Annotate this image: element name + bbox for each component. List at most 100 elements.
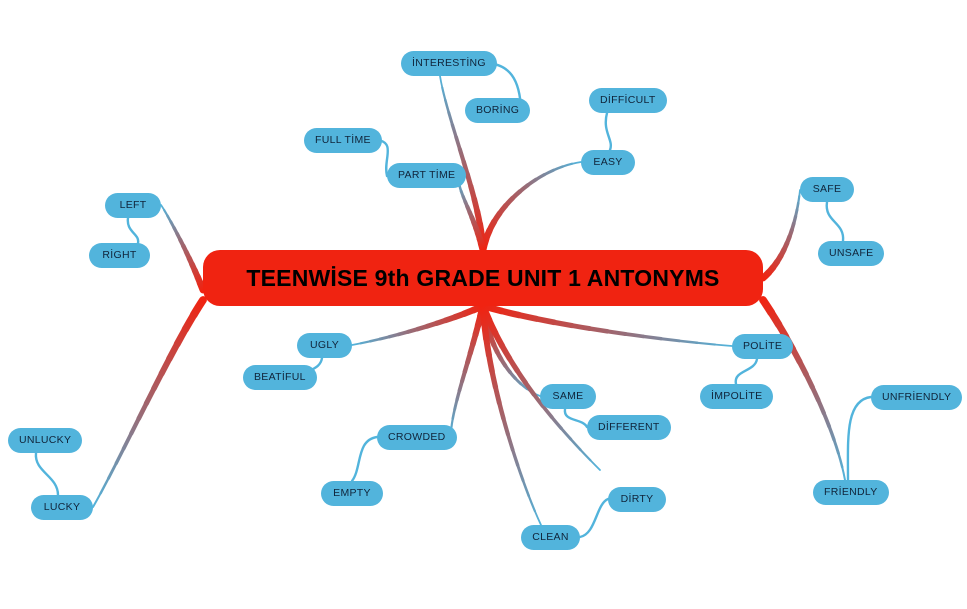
branch-same [480,303,543,399]
branch-lucky [90,297,206,510]
branch-easy [479,158,585,254]
branch-friendly [760,297,848,483]
branch-safe [760,187,803,281]
topic-node-label: LEFT [119,199,147,212]
branch-part-time [455,172,487,254]
branch-same [481,304,542,398]
branch-polite [479,302,736,350]
branch-safe [760,187,803,281]
topic-node-crowded[interactable]: CROWDED [377,425,457,450]
branch-crowded [447,302,487,441]
topic-node-easy[interactable]: EASY [581,150,635,175]
branch-easy [480,159,584,253]
branch-same [479,302,544,400]
topic-node-label: POLİTE [743,340,783,353]
branch-part-time [455,172,487,254]
branch-same [481,304,542,398]
branch-left [159,203,205,292]
branch-easy [480,159,584,253]
topic-node-different[interactable]: DİFFERENT [587,415,671,440]
branch-polite [481,304,734,348]
branch-easy [479,158,585,254]
branch-left [159,203,205,292]
branch-lucky [91,298,205,509]
branch-ugly [349,303,486,348]
topic-node-boring[interactable]: BORİNG [465,98,531,123]
branch-friendly [761,298,847,482]
topic-node-label: SAFE [812,183,842,196]
topic-node-safe[interactable]: SAFE [800,177,854,202]
topic-node-dirty[interactable]: DİRTY [608,487,666,512]
branch-polite [480,303,735,349]
branch-clean [481,304,543,527]
branch-crowded [449,304,485,439]
branch-clean [481,304,543,527]
branch-clean [482,305,542,526]
branch-clean [479,302,545,529]
branch-left [159,203,205,292]
branch-crowded [449,304,485,439]
branch-clean [480,303,544,528]
branch-lucky [90,297,206,510]
topic-node-label: CROWDED [388,431,446,444]
branch-part-time [457,174,485,252]
branch-easy [480,159,584,253]
branch-left [158,202,206,293]
topic-node-lucky[interactable]: LUCKY [31,495,93,520]
branch-polite [479,302,736,350]
topic-node-unlucky[interactable]: UNLUCKY [8,428,83,453]
branch-left [159,203,205,292]
topic-node-full-time[interactable]: FULL TİME [304,128,382,153]
topic-node-left[interactable]: LEFT [105,193,161,218]
branch-part-time [456,173,486,253]
topic-node-clean[interactable]: CLEAN [521,525,580,550]
topic-node-difficult[interactable]: DİFFİCULT [589,88,667,113]
link-difficult-easy [604,111,613,152]
topic-node-ugly[interactable]: UGLY [297,333,352,358]
branch-easy [482,161,582,251]
branch-lucky [89,296,207,511]
link-same-different [563,407,589,429]
branch-part-time [456,173,486,253]
branch-lucky [91,298,205,509]
topic-node-label: EASY [593,156,623,169]
branch-part-time [455,172,487,254]
topic-node-interesting[interactable]: İNTERESTİNG [401,51,497,76]
branch-easy [481,160,583,252]
topic-node-label: SAME [552,390,584,403]
branch-safe [761,188,802,280]
topic-node-empty[interactable]: EMPTY [321,481,383,506]
topic-node-unfriendly[interactable]: UNFRİENDLY [871,385,963,410]
branch-easy [481,160,583,252]
branch-part-time [456,173,486,253]
topic-node-right[interactable]: RİGHT [89,243,150,268]
topic-node-impolite[interactable]: İMPOLİTE [700,384,774,409]
topic-node-label: RİGHT [102,249,137,262]
topic-node-beatiful[interactable]: BEATİFUL [243,365,317,390]
topic-node-polite[interactable]: POLİTE [732,334,794,359]
branch-crowded [448,303,486,440]
topic-node-same[interactable]: SAME [540,384,596,409]
branch-easy [481,160,583,252]
branch-friendly [760,297,848,483]
topic-node-unsafe[interactable]: UNSAFE [818,241,885,266]
branch-polite [479,302,736,350]
topic-node-label: DİRTY [620,493,654,506]
branch-same [480,303,543,399]
topic-node-friendly[interactable]: FRİENDLY [813,480,889,505]
branch-polite [481,304,734,348]
branch-ugly [348,302,487,349]
branch-ugly [350,304,485,347]
branch-crowded [448,303,486,440]
branch-friendly [759,296,849,484]
branch-easy [481,160,583,252]
topic-node-label: DİFFERENT [598,421,660,434]
center-topic-node[interactable]: TEENWİSE 9th GRADE UNIT 1 ANTONYMS [203,250,763,306]
branch-same [479,302,544,400]
topic-node-label: İNTERESTİNG [412,57,486,70]
topic-node-part-time[interactable]: PART TİME [387,163,467,188]
branch-lucky [91,298,205,509]
branch-lucky [91,298,205,509]
topic-node-label: BEATİFUL [254,371,306,384]
branch-ugly [349,303,486,348]
